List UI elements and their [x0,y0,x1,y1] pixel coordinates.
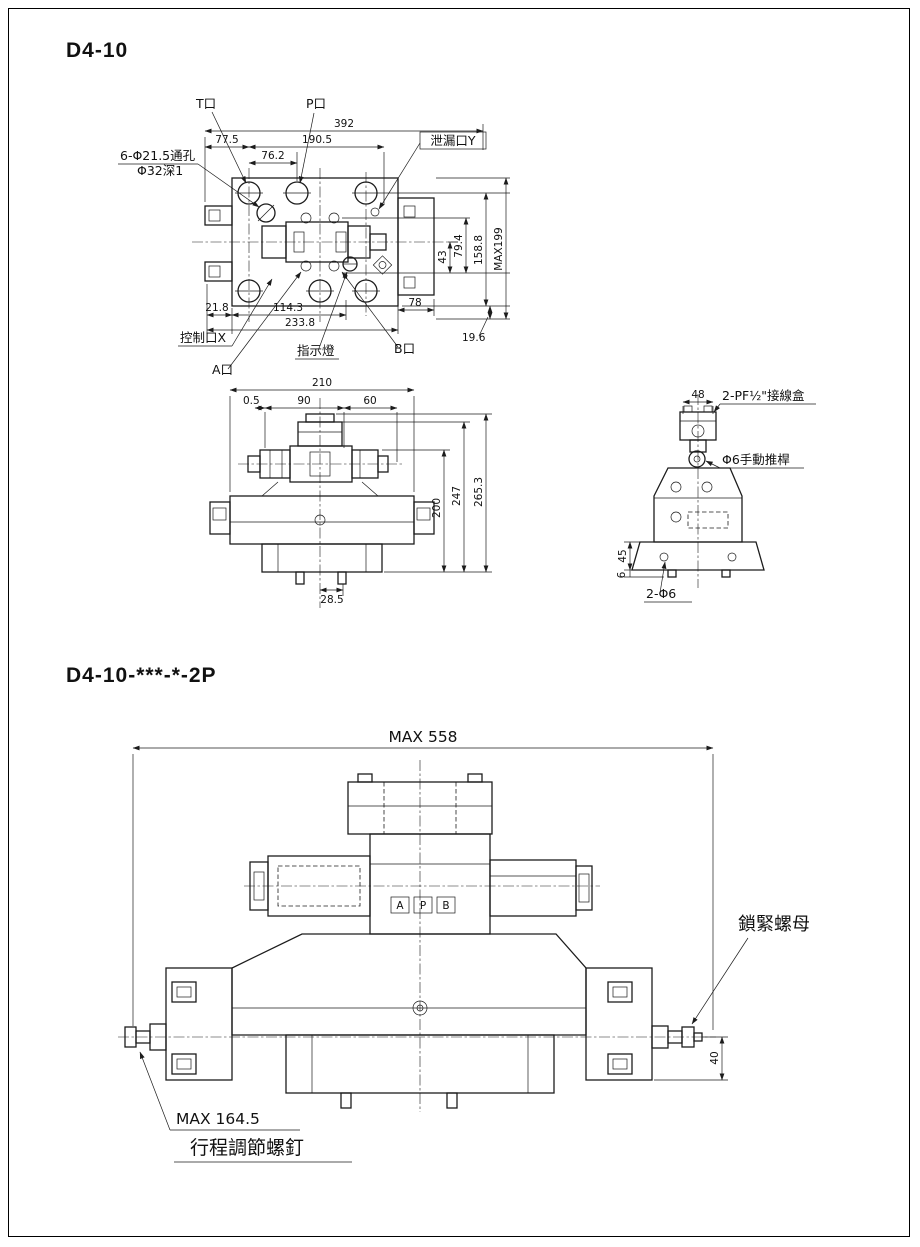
sheet-border [8,8,910,1237]
label-t-port: T口 [195,96,216,111]
label-conduit-box: 2-PF½"接線盒 [722,388,805,403]
dim-79-4: 79.4 [453,234,465,258]
label-stroke-screw: 行程調節螺釘 [190,1137,304,1159]
dim-43: 43 [437,250,449,263]
front-valve-assembly [247,445,389,483]
variant-right-solenoid [489,859,593,917]
label-counterbore: Φ32深1 [137,163,183,178]
left-adjust-screw [124,1023,167,1051]
port-label-b: B [442,900,449,912]
section2-title: D4-10-***-*-2P [66,664,217,687]
label-mounting-holes: 2-Φ6 [646,586,676,601]
variant-base-body [165,933,653,1109]
port-label-a: A [396,900,404,912]
dim-0-5: 0.5 [243,395,260,407]
dim-19-6: 19.6 [462,332,486,344]
label-through-holes: 6-Φ21.5通孔 [120,148,196,163]
dim-28-5: 28.5 [320,594,343,606]
counterbore-hole [256,203,276,223]
side-view-drawing: 48 2-PF½"接線盒 Φ6手動推桿 [616,388,816,603]
dim-max-558: MAX 558 [388,728,457,746]
label-a-port: A口 [212,362,233,377]
front-view-drawing: 210 0.5 90 60 [209,377,492,608]
port-label-p: P [420,900,426,912]
label-p-port: P口 [306,96,326,111]
label-indicator-light: 指示燈 [297,343,335,358]
dim-90: 90 [297,395,310,407]
section1-title: D4-10 [66,39,128,62]
dim-158-8: 158.8 [473,235,485,265]
dim-76-2: 76.2 [261,150,284,162]
top-view-drawing: 392 77.5 190.5 76.2 21.8 114.3 [118,96,510,377]
top-view-dimensions: 392 77.5 190.5 76.2 21.8 114.3 [204,118,510,344]
dim-247: 247 [451,486,463,506]
dim-210: 210 [312,377,332,389]
dim-200: 200 [431,498,443,518]
label-leak-port-y: 泄漏口Y [430,133,476,148]
bolt-holes [235,181,380,303]
label-control-port-x: 控制口X [180,330,227,345]
dim-265-3: 265.3 [473,477,485,507]
dim-48: 48 [691,389,704,401]
label-lock-nut: 鎖緊螺母 [738,914,810,935]
dim-60: 60 [363,395,376,407]
variant-top-block [347,773,493,835]
label-b-port: B口 [394,341,415,356]
front-base-body [209,495,435,585]
manual-pin-knob [688,450,706,468]
dim-78: 78 [408,297,421,309]
dim-77-5: 77.5 [215,134,238,146]
dim-392: 392 [334,118,354,130]
dim-233-8: 233.8 [285,317,315,329]
label-manual-pin: Φ6手動推桿 [722,452,790,467]
side-body [631,467,765,578]
right-adjust-screw [651,1025,703,1049]
dim-45: 45 [617,549,629,562]
dim-114-3: 114.3 [273,302,303,314]
dim-max199: MAX199 [493,227,505,270]
front-view-height-dims: 200 247 265.3 [336,413,492,573]
variant-left-solenoid [249,855,371,917]
dim-max-164-5: MAX 164.5 [176,1110,260,1128]
dim-6: 6 [616,571,628,578]
variant-2p-drawing: MAX 558 A P B [118,728,810,1163]
drain-port-symbol [372,255,393,275]
port-holes [300,207,380,272]
pilot-valve-body [261,221,387,263]
top-view-labels: T口 P口 泄漏口Y 6-Φ21.5通孔 Φ32深1 控制口X 指示燈 B口 [118,96,487,377]
dim-190-5: 190.5 [302,134,332,146]
variant-valve-body: A P B [369,833,491,935]
dim-21-8: 21.8 [205,302,228,314]
dim-40: 40 [709,1051,721,1064]
